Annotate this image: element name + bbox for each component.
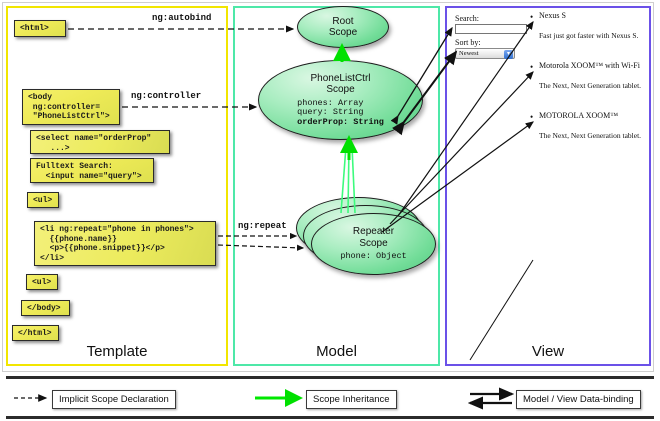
prop-orderprop: orderProp: String — [297, 116, 384, 127]
template-box-li-repeat: <li ng:repeat="phone in phones"> {{phone… — [34, 221, 216, 266]
template-box-body-controller: <body ng:controller= "PhoneListCtrl"> — [22, 89, 120, 125]
scope-root: Root Scope — [297, 6, 389, 48]
view-phone-snippet-0: Fast just got faster with Nexus S. — [539, 31, 639, 40]
bullet-icon-1: • — [530, 62, 534, 72]
template-box-ul-close: <ul> — [26, 274, 58, 290]
legend-divider-bottom — [6, 416, 654, 419]
prop-phone: phone: Object — [340, 251, 407, 262]
view-sort-selected-value: Newest — [459, 50, 479, 57]
legend-implicit-scope-declaration: Implicit Scope Declaration — [52, 390, 176, 409]
view-sort-select[interactable]: Newest ▾ — [455, 48, 515, 59]
view-phone-snippet-1: The Next, Next Generation tablet. — [539, 81, 642, 90]
scope-repeater-title: Repeater Scope — [352, 226, 395, 249]
prop-phones: phones: Array — [297, 97, 364, 108]
view-phone-name-text-1: Motorola XOOM™ with Wi-Fi — [539, 61, 640, 70]
edge-label-ng-controller: ng:controller — [131, 91, 202, 101]
legend-divider-top — [6, 376, 654, 379]
column-label-view: View — [531, 343, 565, 360]
column-label-model: Model — [316, 343, 357, 360]
scope-repeater-props: phone: Object — [340, 252, 406, 262]
legend-scope-inheritance: Scope Inheritance — [306, 390, 397, 409]
scope-root-title: Root Scope — [328, 15, 358, 39]
bullet-icon-0: • — [530, 12, 534, 22]
legend-model-view-data-binding: Model / View Data-binding — [516, 390, 641, 409]
edge-label-ng-autobind: ng:autobind — [152, 13, 212, 23]
column-view: View — [445, 6, 651, 366]
view-phone-snippet-2: The Next, Next Generation tablet. — [539, 131, 642, 140]
scope-phonelistctrl-title: PhoneListCtrl Scope — [310, 72, 371, 96]
scope-phonelistctrl-props: phones: Array query: String orderProp: S… — [297, 97, 384, 128]
template-box-html-close: </html> — [12, 325, 59, 341]
template-box-ul-open: <ul> — [27, 192, 59, 208]
view-search-input[interactable] — [455, 24, 527, 34]
template-box-html-open: <html> — [14, 20, 66, 37]
template-box-body-close: </body> — [21, 300, 70, 316]
template-box-select-orderprop: <select name="orderProp" ...> — [30, 130, 170, 154]
view-sort-label: Sort by: — [455, 38, 481, 47]
chevron-down-icon[interactable]: ▾ — [504, 50, 513, 59]
view-phone-name-0: • Nexus S — [530, 11, 566, 22]
scope-phonelistctrl: PhoneListCtrl Scope phones: Array query:… — [258, 60, 423, 140]
edge-label-ng-repeat: ng:repeat — [238, 221, 287, 231]
view-search-label: Search: — [455, 14, 479, 23]
scope-repeater: Repeater Scope phone: Object — [311, 213, 436, 275]
view-phone-name-2: • MOTOROLA XOOM™ — [530, 111, 619, 122]
column-label-template: Template — [86, 343, 148, 360]
view-phone-name-text-0: Nexus S — [539, 11, 566, 20]
bullet-icon-2: • — [530, 112, 534, 122]
prop-query: query: String — [297, 107, 364, 118]
view-phone-name-text-2: MOTOROLA XOOM™ — [539, 111, 619, 120]
view-phone-name-1: • Motorola XOOM™ with Wi-Fi — [530, 61, 640, 72]
column-template: Template — [6, 6, 228, 366]
template-box-fulltext-search: Fulltext Search: <input name="query"> — [30, 158, 154, 183]
